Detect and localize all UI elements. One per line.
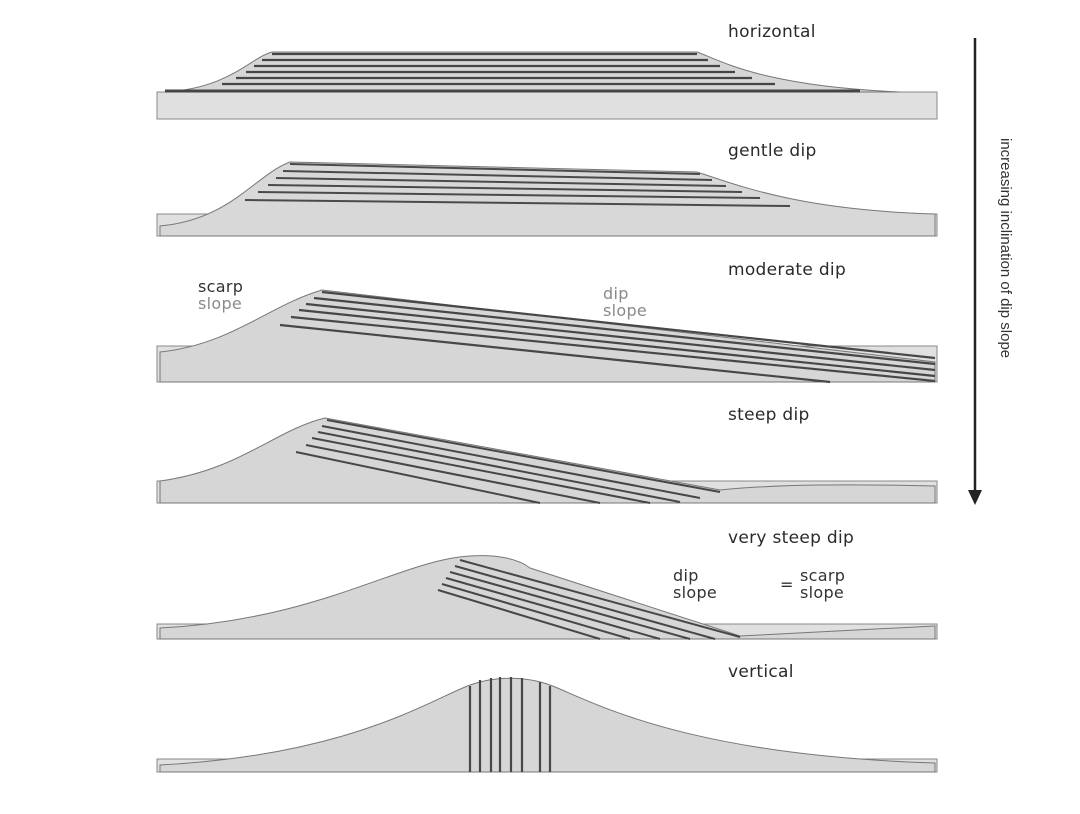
scarp-slope-word: slope xyxy=(198,294,243,313)
equal-sign: = xyxy=(780,575,794,594)
ridge-body xyxy=(159,677,936,773)
scarp-word: scarp xyxy=(198,277,244,296)
equal-left-slope: slope xyxy=(673,583,718,602)
dip-slope-word: slope xyxy=(603,301,648,320)
panel-steep-dip xyxy=(156,417,938,504)
label-gentle-dip: gentle dip xyxy=(728,141,817,161)
strata xyxy=(437,559,741,640)
strata xyxy=(295,419,721,504)
equal-right-slope: slope xyxy=(800,583,845,602)
panel-horizontal xyxy=(156,51,938,120)
panel-gentle-dip xyxy=(156,161,938,237)
panel-moderate-dip xyxy=(156,289,938,384)
ridge-body xyxy=(159,161,936,237)
strata xyxy=(468,677,552,772)
panel-vertical xyxy=(156,677,938,773)
ridge-body xyxy=(159,555,936,640)
strata xyxy=(165,52,860,93)
strata xyxy=(279,290,936,384)
base-layer xyxy=(156,91,938,120)
inclination-axis-label: increasing inclination of dip slope xyxy=(997,138,1014,359)
equal-left-dip: dip xyxy=(673,566,699,585)
panel-very-steep-dip xyxy=(156,555,938,640)
dip-word: dip xyxy=(603,284,629,303)
label-steep-dip: steep dip xyxy=(728,405,810,425)
label-very-steep-dip: very steep dip xyxy=(728,528,855,548)
label-moderate-dip: moderate dip xyxy=(728,260,847,280)
label-horizontal: horizontal xyxy=(728,22,816,42)
inclination-arrow xyxy=(968,38,982,505)
strata xyxy=(244,163,791,207)
label-vertical: vertical xyxy=(728,662,794,682)
equal-right-scarp: scarp xyxy=(800,566,846,585)
